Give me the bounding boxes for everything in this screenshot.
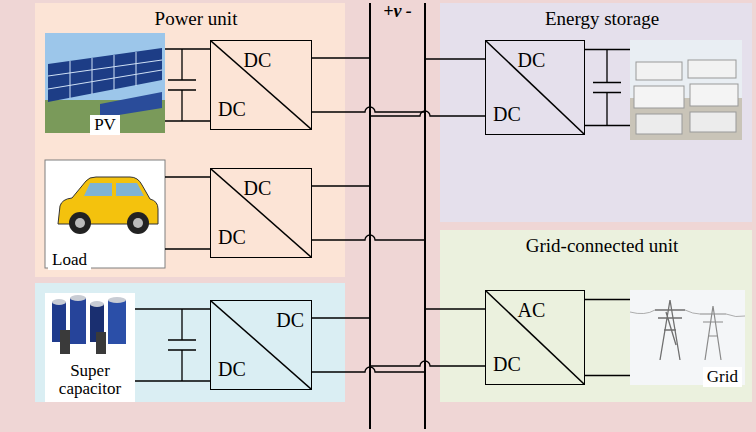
diagonal-line (211, 301, 311, 389)
panel-title: Grid-connected unit (440, 235, 756, 257)
capacitor-symbol (593, 50, 621, 126)
port-label: DC (211, 177, 304, 200)
bus-label: +v - (370, 1, 425, 22)
unit-panel: Power unitPV DC DC Load DC DC (35, 3, 357, 277)
wire (165, 48, 210, 49)
unit-panel: Energy storageDC DC (440, 3, 756, 222)
power-panel (35, 3, 345, 277)
wire-pair (165, 49, 210, 121)
storage-link (585, 50, 630, 126)
picture-label: Load (48, 250, 91, 270)
wire-pair (135, 309, 210, 381)
diagonal-line (211, 41, 311, 129)
converter-box: DC DC (210, 168, 312, 258)
wire (135, 308, 210, 309)
panel-title: Power unit (35, 8, 357, 30)
pv-box: PV (45, 33, 165, 133)
wire (165, 120, 210, 121)
wire (165, 176, 210, 177)
port-label: DC (218, 358, 246, 381)
port-label: AC (486, 299, 577, 322)
wire (165, 248, 210, 249)
wire (585, 375, 630, 376)
port-label: DC (218, 98, 246, 121)
bus-taps (312, 58, 485, 372)
port-label: DC (211, 49, 304, 72)
supercap-box: Super capacitor (45, 293, 135, 402)
port-label: DC (486, 49, 577, 72)
wire-pair (165, 177, 210, 249)
port-label: DC (493, 353, 521, 376)
port-label: DC (218, 226, 246, 249)
load-box: Load (45, 160, 165, 268)
converter-box: DC DC (485, 40, 585, 135)
capacitor-symbol (168, 309, 196, 381)
converter-box: DC DC (210, 40, 312, 130)
panel-title: Energy storage (440, 8, 756, 30)
picture-label: Super capacitor (48, 361, 132, 399)
supercap-panel (35, 283, 345, 402)
wire (585, 299, 630, 300)
diagonal-line (486, 41, 584, 134)
port-label: DC (493, 103, 521, 126)
battery-picture (630, 40, 742, 140)
picture-label: PV (90, 115, 120, 135)
converter-box: AC DC (485, 290, 585, 385)
supercap-picture (45, 293, 135, 402)
diagonal-line (486, 291, 584, 384)
wire (135, 380, 210, 381)
grid-box: Grid (630, 290, 745, 385)
storage-panel (440, 3, 752, 222)
port-label: DC (276, 309, 304, 332)
capacitor-symbol (168, 49, 196, 121)
diagonal-line (211, 169, 311, 257)
converter-box: DC DC (210, 300, 312, 390)
picture-label: Grid (703, 367, 742, 387)
wire-pair (585, 300, 630, 376)
dc-bus (370, 3, 425, 429)
unit-panel: Grid-connected unitAC DC Grid (440, 230, 756, 402)
